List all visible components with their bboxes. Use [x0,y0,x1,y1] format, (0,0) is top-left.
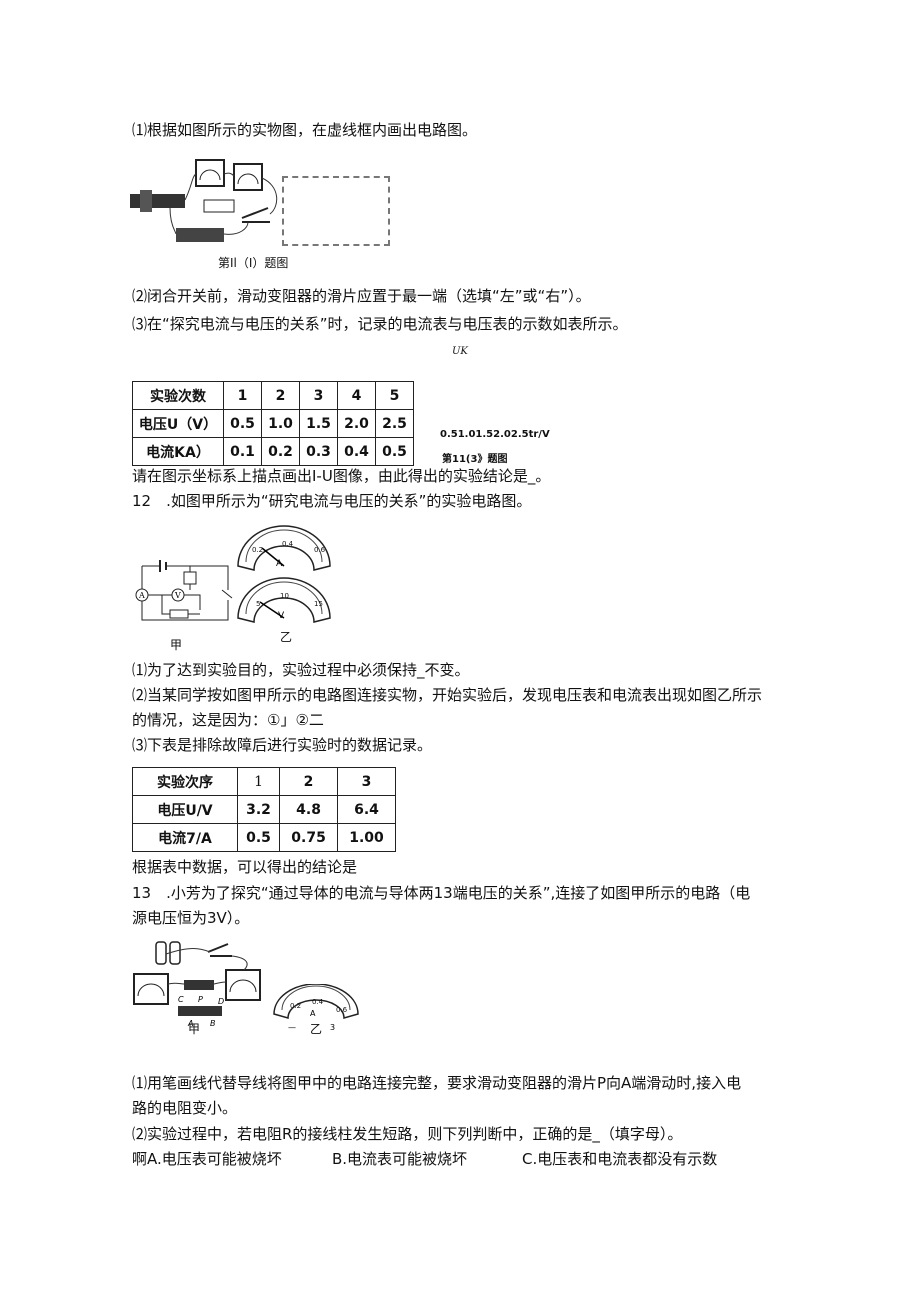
q13-apparatus-figure: C P D A B [133,941,261,1028]
ammeter-tick: 0.2 [252,546,264,554]
table-cell: 电压U/V [132,795,238,824]
q12-title: 12 .如图甲所示为“研究电流与电压的关系”的实验电路图。 [132,492,532,510]
svg-text:P: P [198,995,203,1004]
table-header: 1 [236,767,281,796]
voltmeter-tick: 5 [256,600,261,608]
graph-axis-label: UK [452,346,468,357]
q11-part1: ⑴根据如图所示的实物图，在虚线框内画出电路图。 [132,121,478,139]
q12-data-table: 实验次序 1 2 3 电压U/V 3.2 4.8 6.4 电流7/A 0.5 0… [132,767,396,852]
q13-label-yi: 乙 [310,1022,323,1036]
q12-part3: ⑶下表是排除故障后进行实验时的数据记录。 [132,736,433,754]
svg-text:—: — [288,1023,296,1032]
q13-ammeter-tick: 0.6 [336,1006,348,1014]
q13-title-line2: 源电压恒为3V）。 [132,909,250,927]
graph-x-ticks: 0.51.01.52.02.5tr/V [440,429,550,440]
table-cell: 电压U（V） [132,409,224,438]
q12-circuit-diagram: A V [135,560,233,621]
table-cell: 0.2 [261,437,300,466]
table-header: 5 [375,381,414,410]
q13-ammeter-figure: A — 3 [273,984,359,1032]
svg-text:A: A [276,559,283,569]
table-cell: 0.1 [223,437,262,466]
q12-label-yi: 乙 [280,630,293,644]
q12-part4: 根据表中数据，可以得出的结论是 [132,858,358,876]
table-cell: 0.4 [337,437,376,466]
table-header: 3 [299,381,338,410]
q13-label-jia: 甲 [188,1022,201,1036]
table-row: 电压U/V 3.2 4.8 6.4 [132,795,396,824]
q13-part1-line1: ⑴用笔画线代替导线将图甲中的电路连接完整，要求滑动变阻器的滑片P向A端滑动时,接… [132,1074,742,1092]
svg-text:A: A [187,1019,193,1028]
q13-option-b: B.电流表可能被烧坏 [332,1150,468,1168]
table-cell: 6.4 [337,795,396,824]
svg-text:3: 3 [330,1023,335,1032]
svg-text:D: D [218,997,224,1006]
table-header: 3 [337,767,396,796]
table-cell: 1.00 [337,823,396,852]
table-cell: 0.5 [375,437,414,466]
q11-part2: ⑵闭合开关前，滑动变阻器的滑片应置于最一端（选填“左”或“右”）。 [132,287,591,305]
table-cell: 0.5 [236,823,281,852]
q13-title-line1: 13 .小芳为了探究“通过导体的电流与导体两13端电压的关系”,连接了如图甲所示… [132,884,751,902]
table-header: 1 [223,381,262,410]
voltmeter-tick: 15 [314,600,323,608]
table-header: 2 [279,767,339,796]
svg-text:V: V [174,591,181,600]
q11-part3: ⑶在“探究电流与电压的关系”时，记录的电流表与电压表的示数如表所示。 [132,315,628,333]
q12-part2-line2: 的情况，这是因为：①」②二 [132,711,324,729]
table-row: 实验次序 1 2 3 [132,767,396,796]
table-header: 实验次数 [132,381,224,410]
table-cell: 0.3 [299,437,338,466]
table-row: 电压U（V） 0.5 1.0 1.5 2.0 2.5 [132,409,414,438]
table-cell: 电流KA） [132,437,224,466]
table-cell: 4.8 [279,795,339,824]
svg-text:A: A [138,591,145,600]
svg-text:B: B [210,1019,216,1028]
q13-option-a: 啊A.电压表可能被烧坏 [132,1150,282,1168]
table-cell: 1.5 [299,409,338,438]
svg-text:A: A [310,1009,316,1018]
q13-ammeter-tick: 0.4 [312,998,324,1006]
fig1-caption: 第Il（I）题图 [218,256,289,270]
q13-ammeter-tick: 0.2 [290,1002,302,1010]
table-header: 实验次序 [132,767,238,796]
q13-option-c: C.电压表和电流表都没有示数 [522,1150,718,1168]
table-cell: 2.5 [375,409,414,438]
graph-caption: 第11(3》题图 [442,454,508,465]
table-cell: 电流7/A [132,823,238,852]
circuit-drawing-box [282,176,390,246]
table-cell: 3.2 [236,795,281,824]
table-row: 电流KA） 0.1 0.2 0.3 0.4 0.5 [132,437,414,466]
q11-apparatus-figure [130,159,278,242]
ammeter-tick: 0.6 [314,546,326,554]
svg-text:C: C [178,995,184,1004]
voltmeter-tick: 10 [280,592,289,600]
q13-part1-line2: 路的电阻变小。 [132,1099,238,1117]
q11-data-table: 实验次数 1 2 3 4 5 电压U（V） 0.5 1.0 1.5 2.0 2.… [132,381,414,466]
q12-meters-figure: A V [237,525,331,623]
q11-part4: 请在图示坐标系上描点画出I-U图像，由此得出的实验结论是_。 [132,467,551,485]
ammeter-tick: 0.4 [282,540,294,548]
q12-label-jia: 甲 [170,638,183,652]
table-cell: 1.0 [261,409,300,438]
q12-part2-line1: ⑵当某同学按如图甲所示的电路图连接实物，开始实验后，发现电压表和电流表出现如图乙… [132,686,763,704]
table-row: 电流7/A 0.5 0.75 1.00 [132,823,396,852]
q13-part2: ⑵实验过程中，若电阻R的接线柱发生短路，则下列判断中，正确的是_（填字母）。 [132,1125,683,1143]
table-cell: 0.75 [279,823,339,852]
table-row: 实验次数 1 2 3 4 5 [132,381,414,410]
table-cell: 0.5 [223,409,262,438]
table-header: 2 [261,381,300,410]
q12-part1: ⑴为了达到实验目的，实验过程中必须保持_不变。 [132,661,470,679]
table-header: 4 [337,381,376,410]
table-cell: 2.0 [337,409,376,438]
